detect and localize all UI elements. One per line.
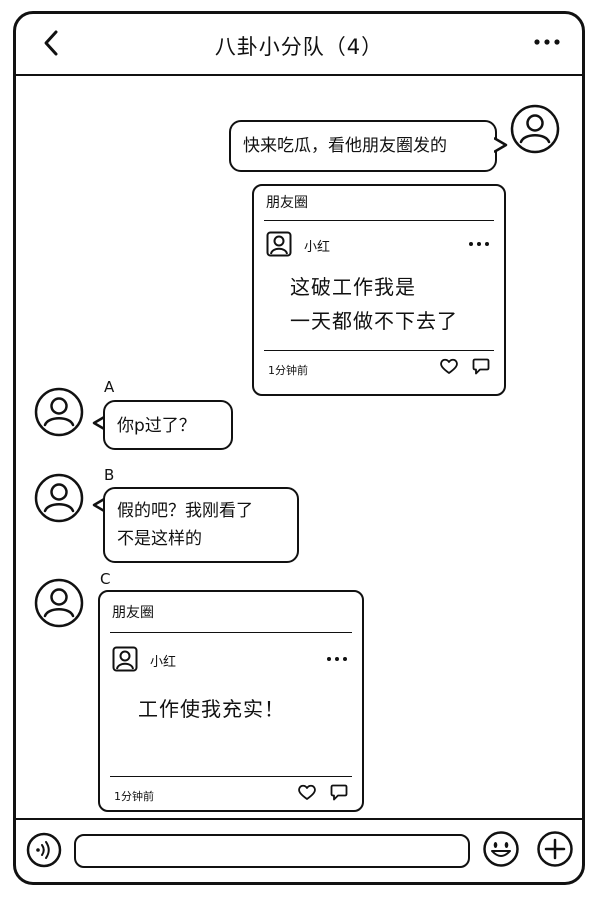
sender-name-b: B bbox=[104, 466, 115, 484]
moments-card-header: 朋友圈 bbox=[266, 195, 308, 211]
avatar-self[interactable] bbox=[510, 104, 560, 154]
comment-icon[interactable] bbox=[330, 784, 348, 801]
chat-area: 快来吃瓜，看他朋友圈发的 朋友圈 小红 这破工作我是 一天都做不下去了 1分钟前 bbox=[16, 76, 582, 818]
moments-card[interactable]: 朋友圈 小红 这破工作我是 一天都做不下去了 1分钟前 bbox=[252, 184, 506, 396]
divider bbox=[264, 350, 494, 351]
message-text: 你p过了？ bbox=[117, 416, 196, 436]
chevron-left-icon[interactable] bbox=[38, 28, 64, 58]
more-dots-icon[interactable] bbox=[532, 32, 562, 52]
moments-card-header: 朋友圈 bbox=[112, 605, 154, 621]
user-icon bbox=[510, 104, 560, 154]
input-bar bbox=[16, 818, 582, 882]
avatar-c[interactable] bbox=[34, 578, 84, 628]
chat-title: 八卦小分队（4） bbox=[214, 35, 384, 59]
comment-icon[interactable] bbox=[472, 358, 490, 375]
more-dots-icon[interactable] bbox=[468, 240, 490, 248]
moments-post-text: 这破工作我是 一天都做不下去了 bbox=[290, 275, 458, 333]
user-icon bbox=[266, 231, 292, 257]
plus-icon[interactable] bbox=[536, 830, 574, 868]
heart-icon[interactable] bbox=[298, 784, 316, 800]
more-dots-icon[interactable] bbox=[326, 655, 348, 663]
message-bubble-a[interactable]: 你p过了？ bbox=[103, 400, 233, 450]
moments-time: 1分钟前 bbox=[268, 364, 308, 377]
moments-time: 1分钟前 bbox=[114, 790, 154, 803]
emoji-icon[interactable] bbox=[482, 830, 520, 868]
divider bbox=[264, 220, 494, 221]
chat-header: 八卦小分队（4） bbox=[16, 14, 582, 76]
avatar-b[interactable] bbox=[34, 473, 84, 523]
voice-icon[interactable] bbox=[26, 832, 62, 868]
avatar-a[interactable] bbox=[34, 387, 84, 437]
user-icon bbox=[34, 387, 84, 437]
moments-username: 小红 bbox=[150, 655, 177, 670]
moments-username: 小红 bbox=[304, 240, 331, 255]
divider bbox=[110, 632, 352, 633]
message-input[interactable] bbox=[74, 834, 470, 868]
message-text: 假的吧？我刚看了 bbox=[117, 501, 253, 521]
message-text: 不是这样的 bbox=[117, 529, 202, 549]
user-icon bbox=[34, 578, 84, 628]
user-icon bbox=[112, 646, 138, 672]
bubble-tail bbox=[494, 136, 508, 154]
divider bbox=[110, 776, 352, 777]
moments-post-text: 工作使我充实！ bbox=[138, 697, 285, 721]
message-bubble-self[interactable]: 快来吃瓜，看他朋友圈发的 bbox=[229, 120, 497, 172]
moments-card[interactable]: 朋友圈 小红 工作使我充实！ 1分钟前 bbox=[98, 590, 364, 812]
heart-icon[interactable] bbox=[440, 358, 458, 374]
sender-name-c: C bbox=[100, 570, 111, 588]
phone-frame: 八卦小分队（4） 快来吃瓜，看他朋友圈发的 朋友圈 bbox=[13, 11, 585, 885]
user-icon bbox=[34, 473, 84, 523]
message-bubble-b[interactable]: 假的吧？我刚看了 不是这样的 bbox=[103, 487, 299, 563]
message-text: 快来吃瓜，看他朋友圈发的 bbox=[243, 136, 447, 156]
sender-name-a: A bbox=[104, 378, 115, 396]
